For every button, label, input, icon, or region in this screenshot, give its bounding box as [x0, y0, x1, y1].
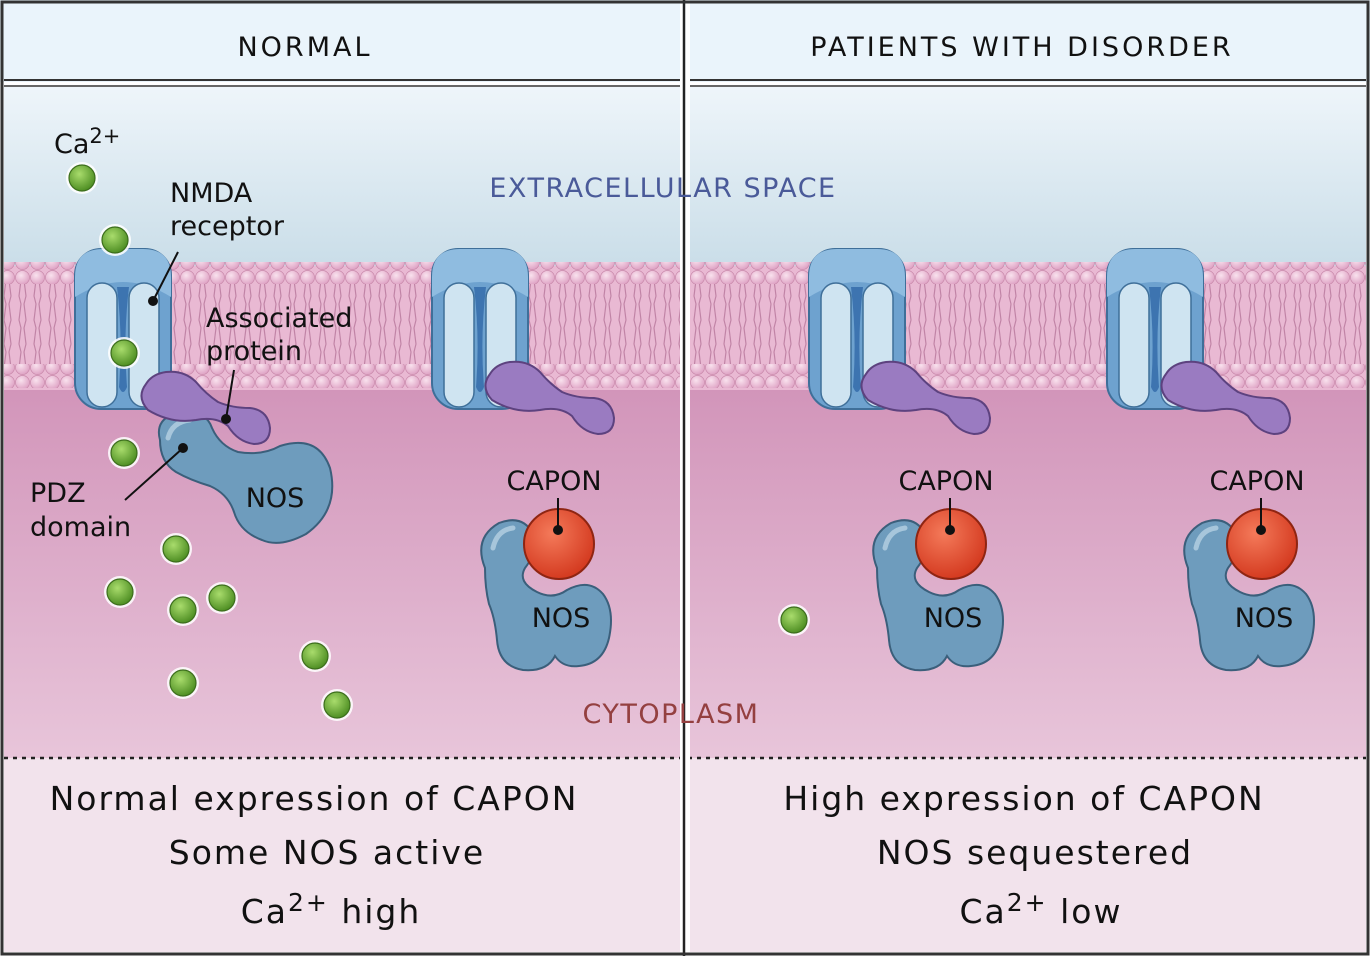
- extracellular-space-label: EXTRACELLULAR SPACE: [489, 173, 836, 204]
- panel-title-normal: NORMAL: [237, 32, 372, 63]
- associated-protein-leader-line: [221, 369, 235, 424]
- nos-active: [158, 410, 334, 544]
- calcium-ion: [98, 223, 132, 257]
- summary-calcium-line: Ca2+ high: [241, 888, 422, 931]
- summary-line: Normal expression of CAPON: [50, 779, 579, 818]
- summary-line: Some NOS active: [169, 833, 485, 872]
- calcium-ion: [777, 603, 811, 637]
- calcium-ion: [320, 688, 354, 722]
- calcium-ion: [298, 639, 332, 673]
- summary-calcium-line: Ca2+ low: [960, 888, 1123, 931]
- pdz-domain-label: PDZ domain: [30, 478, 131, 543]
- calcium-ion: [166, 593, 200, 627]
- calcium-ion: [107, 436, 141, 470]
- calcium-ion: [166, 666, 200, 700]
- capon-label: CAPON: [506, 466, 601, 497]
- capon-leader-line: [553, 498, 563, 535]
- nos-label: NOS: [532, 603, 591, 634]
- capon-label: CAPON: [1209, 466, 1304, 497]
- summary-normal: Normal expression of CAPON Some NOS acti…: [50, 779, 579, 931]
- calcium-ion-label: Ca2+: [54, 124, 120, 160]
- calcium-ion: [159, 532, 193, 566]
- associated-protein-label: Associated protein: [206, 303, 361, 367]
- nos-label: NOS: [246, 483, 305, 514]
- capon-leader-line: [1256, 498, 1266, 535]
- nos-label: NOS: [1235, 603, 1294, 634]
- panel-title-disorder: PATIENTS WITH DISORDER: [810, 32, 1233, 63]
- summary-line: NOS sequestered: [877, 833, 1193, 872]
- calcium-ion: [205, 581, 239, 615]
- capon-label: CAPON: [898, 466, 993, 497]
- cytoplasm-label: CYTOPLASM: [583, 699, 760, 730]
- capon-leader-line: [945, 498, 955, 535]
- nmda-receptor-label: NMDA receptor: [170, 178, 285, 242]
- calcium-ion: [107, 336, 141, 370]
- summary-line: High expression of CAPON: [783, 779, 1264, 818]
- calcium-ion: [65, 161, 99, 195]
- calcium-ion: [103, 575, 137, 609]
- summary-disorder: High expression of CAPON NOS sequestered…: [783, 779, 1264, 931]
- pdz-leader-line: [124, 443, 188, 501]
- nmda-leader-line: [148, 251, 179, 306]
- nos-label: NOS: [924, 603, 983, 634]
